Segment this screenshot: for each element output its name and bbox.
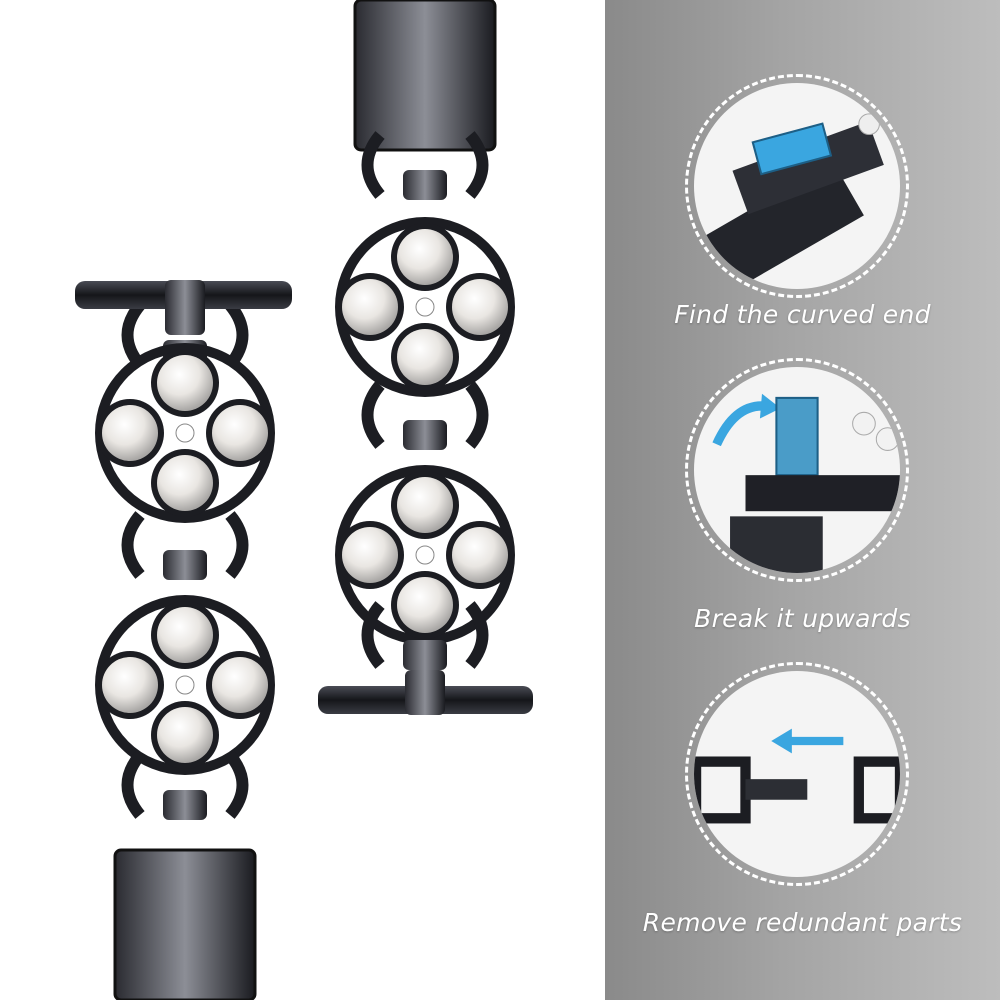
pearl-watch-band-photo (75, 0, 533, 1000)
step-3-image (685, 662, 909, 886)
pearl (397, 229, 453, 285)
rhinestone (415, 297, 435, 317)
pearl (157, 455, 213, 511)
rhinestone (175, 423, 195, 443)
solid-link (113, 848, 257, 1000)
ornate-link (121, 751, 249, 819)
pearl (157, 607, 213, 663)
pearl (102, 405, 158, 461)
pearl (397, 329, 453, 385)
ornate-link (121, 511, 249, 579)
step-1-image (685, 74, 909, 298)
solid-link (353, 0, 497, 152)
ornate-link (361, 381, 489, 449)
pearl (212, 405, 268, 461)
link-connector (403, 170, 447, 200)
rhinestone (415, 545, 435, 565)
blue-clasp-highlight-icon (699, 113, 884, 289)
link-connector (163, 550, 207, 580)
hinge (405, 670, 445, 715)
link-connector (163, 790, 207, 820)
pearl (157, 355, 213, 411)
pearl (342, 279, 398, 335)
rhinestone (175, 675, 195, 695)
pearl (452, 527, 508, 583)
pearl (342, 527, 398, 583)
pearl (212, 657, 268, 713)
pearl (157, 707, 213, 763)
step-2-image (685, 358, 909, 582)
hinge (165, 280, 205, 335)
pearl (102, 657, 158, 713)
ornate-link (361, 131, 489, 199)
curved-arrow-up-icon (712, 393, 900, 573)
ornate-link (361, 601, 489, 669)
link-connector (403, 420, 447, 450)
pearl (452, 279, 508, 335)
arrow-left-icon (694, 728, 900, 824)
pearl (397, 577, 453, 633)
pearl (397, 477, 453, 533)
step-2-caption: Break it upwards (694, 604, 911, 633)
instructions-panel: Find the curved end Break it upwards (605, 0, 1000, 1000)
link-connector (403, 640, 447, 670)
step-3-caption: Remove redundant parts (642, 908, 963, 937)
step-1-caption: Find the curved end (674, 300, 931, 329)
